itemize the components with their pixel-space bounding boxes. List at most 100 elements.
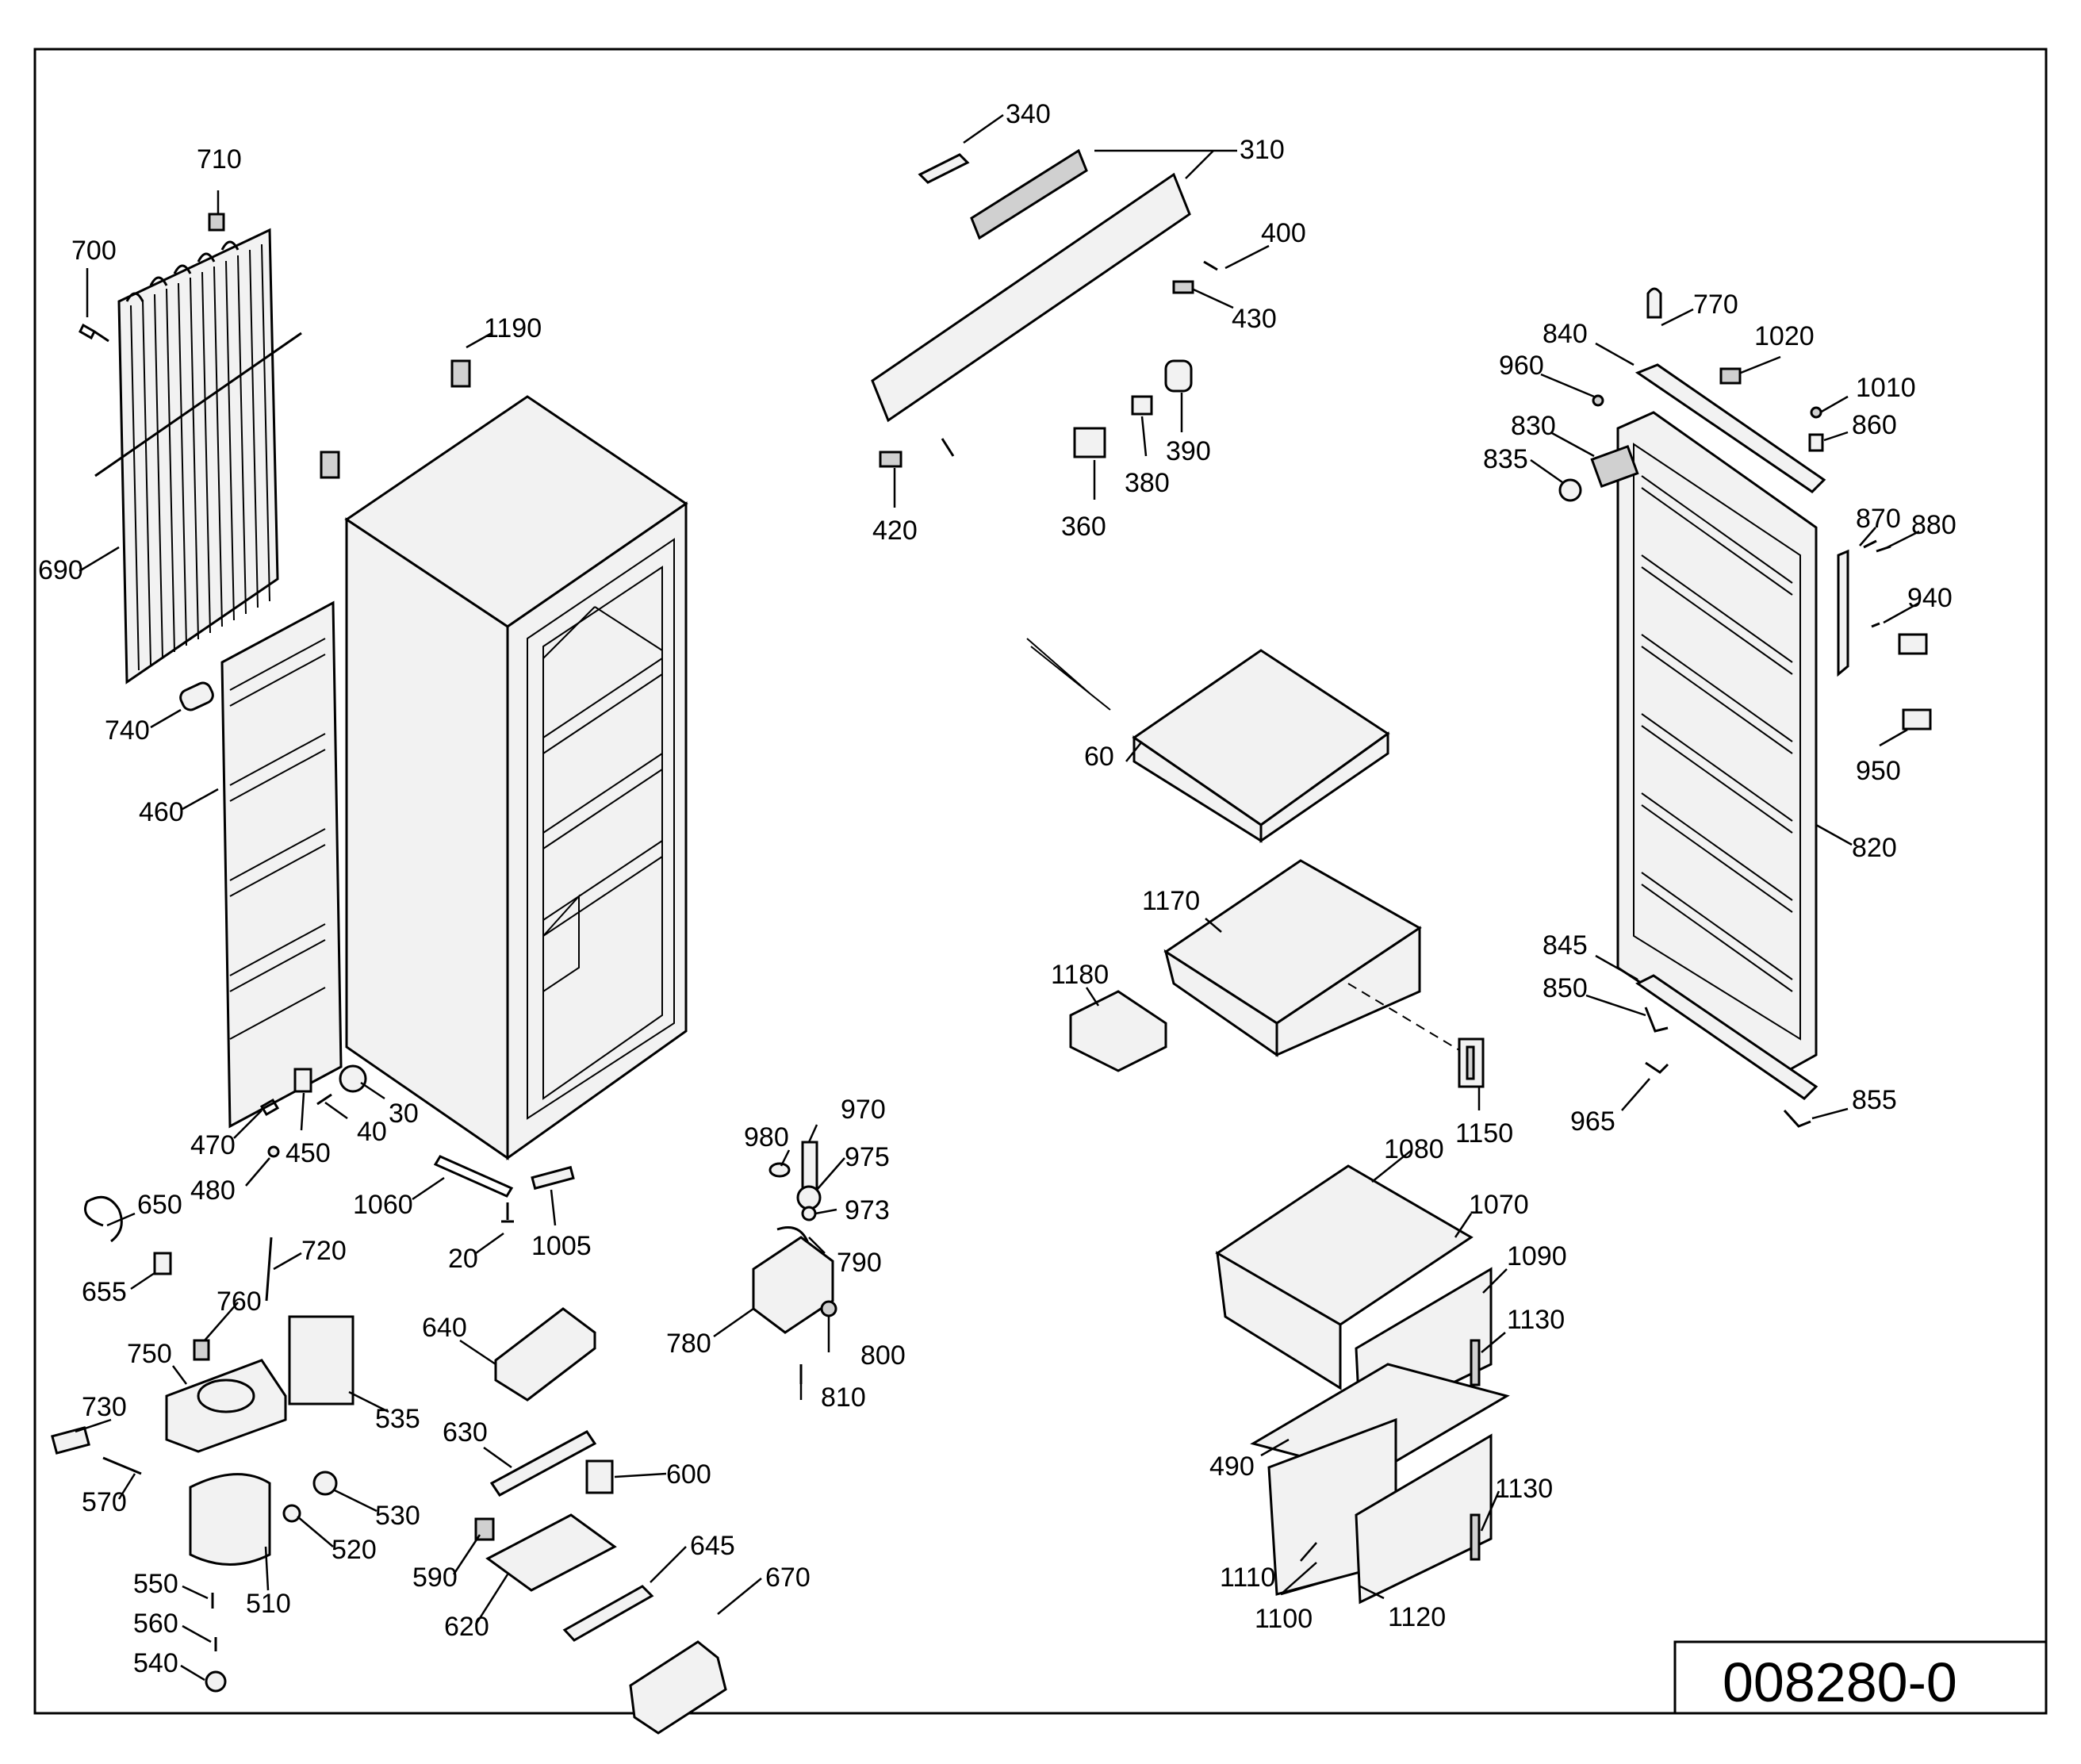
label-480: 480 <box>190 1175 236 1206</box>
part-620-fan-cover <box>485 1513 617 1592</box>
label-1130-b: 1130 <box>1495 1474 1553 1504</box>
part-1005-rail <box>531 1165 575 1191</box>
part-30-foot <box>339 1064 367 1093</box>
label-1080: 1080 <box>1384 1134 1444 1164</box>
label-850: 850 <box>1543 973 1588 1003</box>
label-845: 845 <box>1543 930 1588 961</box>
part-1130-label-a <box>1470 1339 1481 1386</box>
part-530-relay <box>312 1471 338 1496</box>
part-1020-cap <box>1719 367 1742 385</box>
part-470-screw <box>259 1098 280 1117</box>
label-835: 835 <box>1483 444 1528 474</box>
label-530: 530 <box>375 1501 420 1531</box>
part-420-screw <box>941 438 955 457</box>
label-960: 960 <box>1499 351 1544 381</box>
label-40: 40 <box>357 1117 387 1147</box>
part-1180-cover <box>1069 990 1167 1072</box>
part-number-labels: 710 700 690 740 460 1190 470 450 480 40 … <box>38 99 1956 1678</box>
part-840-top-cap <box>1635 363 1826 493</box>
part-950-cover <box>1902 708 1932 731</box>
part-520-overload <box>282 1504 301 1523</box>
part-970-bulb <box>801 1141 818 1191</box>
label-840: 840 <box>1543 319 1588 349</box>
label-720: 720 <box>301 1236 347 1266</box>
part-770-pin <box>1646 287 1662 319</box>
label-535: 535 <box>375 1404 420 1434</box>
label-790: 790 <box>837 1248 882 1278</box>
label-690: 690 <box>38 555 83 585</box>
label-630: 630 <box>443 1417 488 1448</box>
label-420: 420 <box>872 516 918 546</box>
label-1060: 1060 <box>353 1190 413 1220</box>
label-380: 380 <box>1125 468 1170 498</box>
part-750-cover <box>165 1359 287 1453</box>
part-40-pin <box>316 1093 332 1106</box>
label-975: 975 <box>845 1142 890 1172</box>
document-number-box <box>1673 1640 2048 1715</box>
label-1005: 1005 <box>531 1231 592 1261</box>
label-450: 450 <box>286 1138 331 1168</box>
part-1190-bracket <box>450 359 471 388</box>
label-560: 560 <box>133 1609 178 1639</box>
label-620: 620 <box>444 1612 489 1642</box>
label-650: 650 <box>137 1190 182 1220</box>
part-480-washer <box>267 1145 280 1158</box>
part-730-pad <box>51 1426 90 1455</box>
label-460: 460 <box>139 797 184 827</box>
label-510: 510 <box>246 1589 291 1619</box>
part-310-board <box>970 148 1088 240</box>
part-1190-bracket-2 <box>320 451 340 479</box>
label-980: 980 <box>744 1122 789 1152</box>
part-1010-washer <box>1810 406 1822 419</box>
part-740-tube <box>179 681 214 711</box>
label-1120: 1120 <box>1388 1602 1446 1632</box>
back-plate-part <box>220 600 343 1129</box>
part-845-bottom-cap <box>1635 974 1818 1100</box>
part-645-duct <box>562 1585 654 1642</box>
part-720-tube <box>265 1237 273 1302</box>
label-800: 800 <box>860 1340 906 1371</box>
part-640-fan-bracket <box>494 1307 596 1402</box>
part-360-thermostat <box>1073 427 1106 458</box>
part-450-foot <box>293 1068 312 1093</box>
part-1120-front <box>1355 1433 1493 1605</box>
part-340-knob-cover <box>918 153 970 184</box>
label-430: 430 <box>1232 304 1277 334</box>
part-940-screw <box>1871 622 1880 628</box>
label-470: 470 <box>190 1130 236 1160</box>
part-960-washer <box>1592 394 1604 407</box>
label-1130-a: 1130 <box>1507 1305 1565 1335</box>
part-570-tube <box>102 1456 142 1475</box>
label-1190: 1190 <box>484 313 542 343</box>
part-60-shelf <box>1132 649 1390 826</box>
label-360: 360 <box>1061 512 1106 542</box>
part-390-knob <box>1164 359 1193 393</box>
label-1010: 1010 <box>1856 373 1916 403</box>
label-970: 970 <box>841 1095 886 1125</box>
drawing-frame <box>33 48 2048 1715</box>
part-670-cover <box>629 1640 727 1735</box>
label-655: 655 <box>82 1277 127 1307</box>
label-400: 400 <box>1261 218 1306 248</box>
document-number: 008280-0 <box>1723 1651 1957 1713</box>
part-940-cover <box>1898 633 1928 655</box>
label-880: 880 <box>1911 510 1956 540</box>
label-730: 730 <box>82 1392 127 1422</box>
part-400-screw <box>1203 260 1218 271</box>
part-800-screw <box>820 1300 837 1317</box>
part-973-nut <box>801 1206 817 1221</box>
label-590: 590 <box>412 1563 458 1593</box>
label-1150: 1150 <box>1455 1118 1513 1149</box>
part-380-lamp <box>1131 395 1153 416</box>
part-535-box <box>288 1315 354 1405</box>
label-30: 30 <box>389 1099 419 1129</box>
label-310: 310 <box>1240 135 1285 165</box>
part-handle-bracket <box>1837 549 1849 677</box>
label-550: 550 <box>133 1569 178 1599</box>
label-830: 830 <box>1511 411 1556 441</box>
part-1060-bracket <box>433 1155 514 1198</box>
control-panel-top <box>871 172 1191 423</box>
part-655-plug <box>153 1252 172 1275</box>
part-600-motor <box>585 1459 614 1494</box>
